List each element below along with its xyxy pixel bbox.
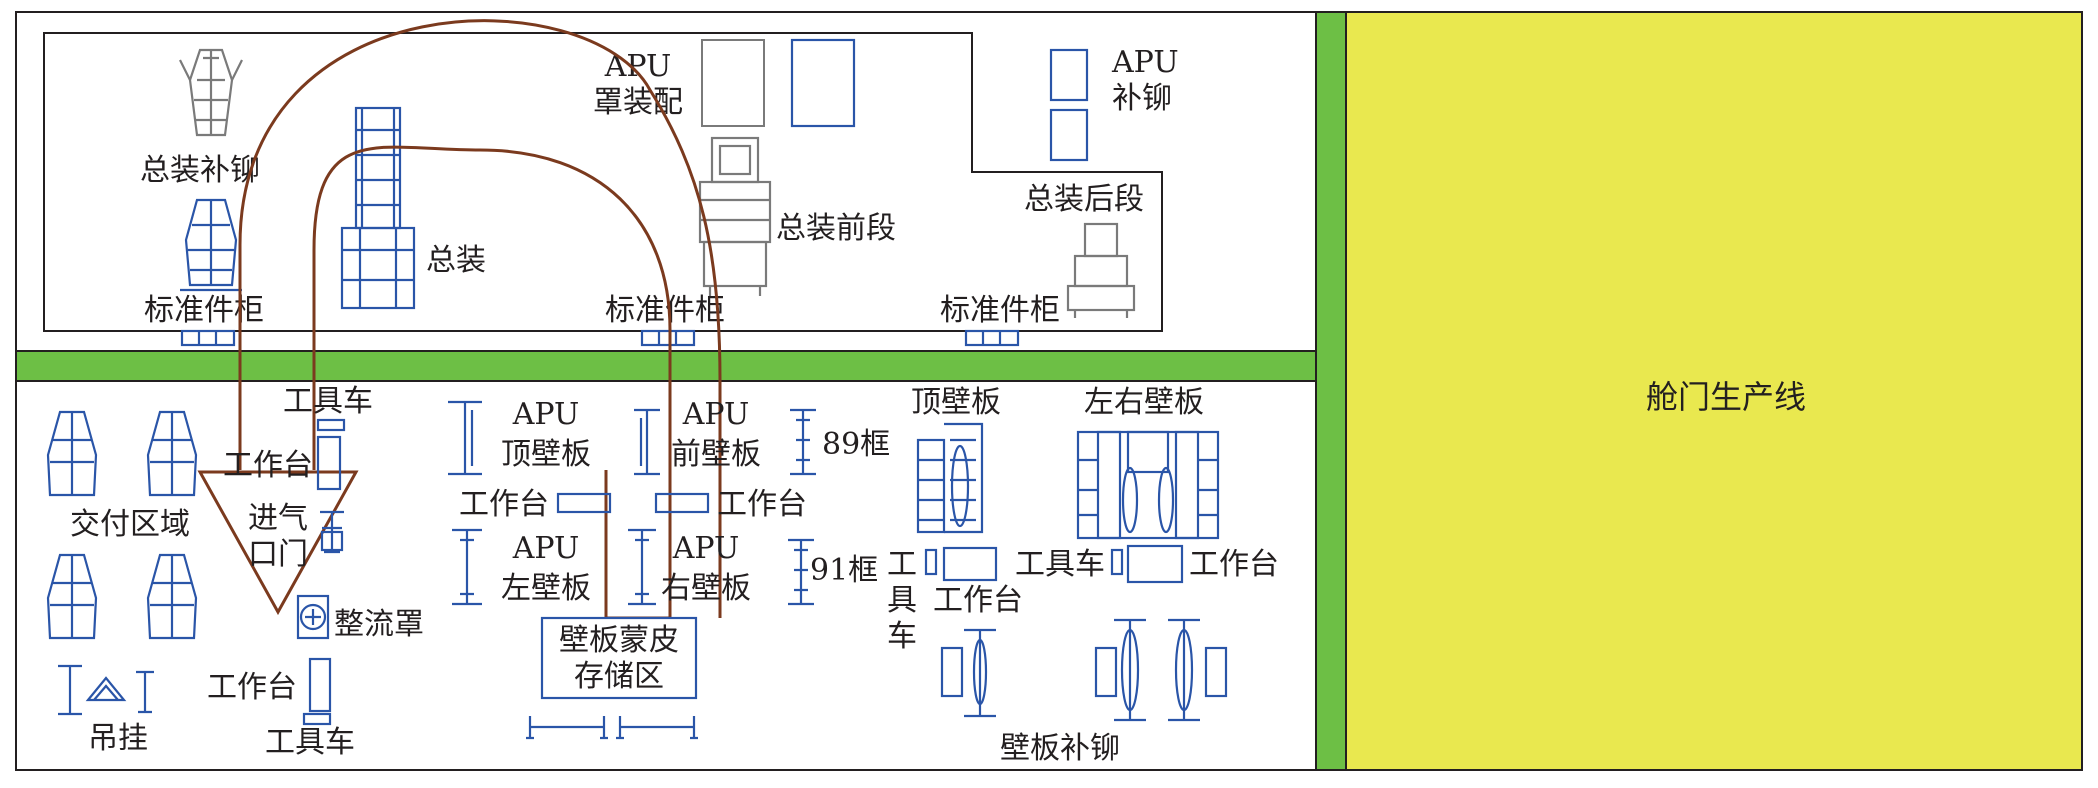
apu-cover-fixture-gray [701,39,765,127]
standard-parts-cabinet-3 [964,329,1020,347]
apu-front-panel-fixture-icon [634,408,660,476]
panel-repair-riveting-label: 壁板补铆 [1000,731,1120,766]
workbench-label-2: 工作台 [207,670,297,705]
apu-right-panel-label-2: 右壁板 [661,571,751,606]
delivery-fuselage-2-icon [146,410,198,497]
apu-left-panel-fixture-icon [452,528,482,606]
panel-repair-jig-2-icon [1094,618,1146,722]
apu-top-panel-fixture-icon [448,400,482,476]
delivery-fuselage-4-icon [146,553,198,640]
apu-repair-riveting-label-1: APU [1111,45,1179,80]
air-intake-door-fixture-icon [320,510,344,554]
process-route-outer [238,19,722,618]
hatch-production-line-area [1317,11,2083,771]
workbench-2 [308,657,332,713]
workbench-3 [556,492,612,514]
left-right-panel-jig-icon [1076,430,1220,540]
workbench-label-1: 工作台 [223,448,313,483]
top-panel-label: 顶壁板 [911,385,1001,420]
standard-parts-cabinet-label-2: 标准件柜 [605,293,725,328]
air-intake-door-label-1: 进气 [248,501,308,536]
fuselage-repair-riveting-icon [179,48,243,137]
workbench-label-4: 工作台 [717,487,807,522]
hanging-fixtures-icon [58,664,154,716]
tool-cart-label-3: 工具车 [1015,547,1105,582]
left-right-panel-label: 左右壁板 [1084,385,1204,420]
apu-left-panel-label-1: APU [512,531,580,566]
tool-cart-2 [302,712,332,726]
apu-cover-fixture-blue [790,38,856,128]
horizontal-corridor [15,350,1317,382]
panel-skin-storage-label-2: 存储区 [574,659,664,694]
apu-left-panel-label-2: 左壁板 [501,571,591,606]
tool-cart-vertical-label-1: 工 [887,547,917,582]
fairing-fixture-icon [296,594,330,640]
panel-repair-jig-3-icon [1168,618,1228,722]
delivery-fuselage-3-icon [46,553,98,640]
final-assembly-label: 总装 [426,243,486,278]
process-route-inner [312,145,672,620]
workbench-4 [654,492,710,514]
final-assembly-front-label: 总装前段 [776,211,896,246]
final-assembly-area-outline [43,32,1163,332]
final-assembly-front-machine-icon [698,136,772,296]
final-assembly-jig-icon [340,106,416,310]
workbench-label-5: 工作台 [933,583,1023,618]
final-assembly-rear-machine-icon [1066,222,1136,318]
final-assembly-rear-label: 总装后段 [1024,182,1144,217]
apu-repair-fixture-1 [1049,48,1089,102]
panel-skin-storage-label-1: 壁板蒙皮 [559,623,679,658]
standard-parts-cabinet-label-3: 标准件柜 [940,293,1060,328]
final-assembly-repair-riveting-label: 总装补铆 [140,153,260,188]
tool-cart-vertical-label-2: 具 [887,583,917,618]
delivery-fuselage-1-icon [46,410,98,497]
tool-cart-vertical-label-3: 车 [887,619,917,654]
apu-top-panel-label-2: 顶壁板 [501,437,591,472]
apu-repair-fixture-2 [1049,108,1089,162]
tool-cart-label-2: 工具车 [265,725,355,760]
frame-89-label: 89框 [822,427,890,462]
apu-right-panel-label-1: APU [672,531,740,566]
skin-rack-2-icon [616,716,698,740]
hatch-production-line-label: 舱门生产线 [1646,378,1806,416]
tool-cart-3 [1110,548,1124,576]
apu-front-panel-label-1: APU [682,397,750,432]
workbench-1 [316,435,342,491]
panel-repair-jig-1-icon [940,628,996,718]
standard-parts-cabinet-label-1: 标准件柜 [144,293,264,328]
process-route-triangle [197,470,359,616]
workbench-6 [1126,544,1184,584]
workbench-5 [942,546,998,582]
panel-skin-storage-area [540,616,698,700]
delivery-area-label: 交付区域 [70,507,190,542]
apu-right-panel-fixture-icon [628,528,656,606]
fuselage-final-assembly-icon [180,198,242,292]
tool-cart-3a [924,548,938,576]
apu-top-panel-label-1: APU [512,397,580,432]
apu-cover-fitting-label-2: 罩装配 [593,85,683,120]
vertical-corridor [1315,11,1347,771]
fairing-label: 整流罩 [334,607,424,642]
standard-parts-cabinet-2 [640,329,696,347]
tool-cart-label-1: 工具车 [283,384,373,419]
workbench-label-3: 工作台 [459,487,549,522]
frame-91-fixture-icon [788,538,814,606]
frame-91-label: 91框 [810,553,878,588]
hanging-label: 吊挂 [88,721,148,756]
apu-repair-riveting-label-2: 补铆 [1112,81,1172,116]
air-intake-door-label-2: 口门 [248,537,308,572]
workbench-label-6: 工作台 [1189,547,1279,582]
standard-parts-cabinet-1 [180,329,236,347]
top-panel-jig-icon [916,422,984,534]
tool-cart-1 [316,418,346,432]
frame-89-fixture-icon [790,408,816,476]
skin-rack-1-icon [526,716,608,740]
apu-front-panel-label-2: 前壁板 [671,437,761,472]
